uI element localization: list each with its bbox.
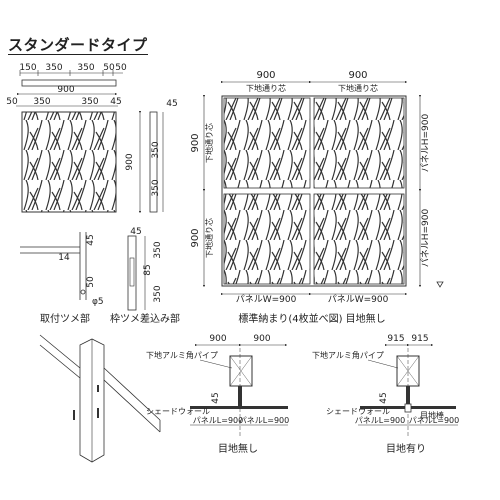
dim-text: パネルL=900 (409, 416, 459, 425)
dim-text: 900 (256, 70, 275, 81)
panel-side-profile (149, 111, 158, 213)
dim-text: 900 (190, 133, 201, 152)
dim-text: 45 (86, 234, 96, 245)
dim-text: 350 (77, 63, 94, 73)
dim-text: パネルW=900 (328, 294, 389, 305)
dim-text: 900 (57, 85, 74, 95)
detail-with-joint: 915 915 下地アルミ角パイプ 45 シェードウォール 目地棒 パネルL=9… (312, 334, 459, 455)
layout-panel (313, 97, 405, 189)
standard-layout: 900 900 下地通り芯 下地通り芯 900 900 下地通り芯 下地通り芯 … (190, 70, 444, 325)
core-label: 下地通り芯 (246, 83, 286, 93)
dim-text: 900 (190, 228, 201, 247)
core-label: 下地通り芯 (204, 218, 214, 258)
pipe-label: 下地アルミ角パイプ (146, 350, 218, 360)
dim-text: 915 (387, 334, 404, 344)
detail2-label: 目地有り (386, 442, 426, 455)
dim-text: 350 (153, 285, 163, 302)
wall-label: シェードウォール (326, 407, 390, 416)
dim-text: 900 (209, 334, 226, 344)
dim-text: 350 (45, 63, 62, 73)
dim-text: 150 (19, 63, 36, 73)
dim-text: 50 (6, 97, 18, 107)
dim-text: 900 (125, 153, 135, 170)
layout-panel (223, 97, 311, 189)
dim-text: 50 (86, 276, 96, 288)
wall-label: シェードウォール (146, 407, 210, 416)
layout-panel (223, 193, 311, 285)
detail-no-joint: 900 900 下地アルミ角パイプ 45 シェードウォール パネルL=900 パ… (146, 334, 289, 455)
dim-text: 915 (411, 334, 428, 344)
detail1-label: 目地無し (218, 442, 258, 455)
dim-text: 14 (58, 253, 70, 263)
tab-detail: 45 14 50 φ5 取付ツメ部 (20, 232, 104, 325)
dim-text: 350 (151, 179, 161, 196)
tab-detail-label: 取付ツメ部 (40, 312, 90, 325)
dim-text: パネルL=900 (239, 416, 289, 425)
joint-label: 目地棒 (420, 410, 444, 420)
slot-detail: 45 350 85 350 枠ツメ差込み部 (110, 227, 180, 325)
layout-panel (313, 193, 405, 285)
slot-detail-label: 枠ツメ差込み部 (110, 312, 180, 325)
pipe-label: 下地アルミ角パイプ (312, 350, 384, 360)
dim-text: パネルW=900 (236, 294, 297, 305)
dim-text: 45 (379, 392, 389, 403)
dim-text: 350 (153, 241, 163, 258)
dim-text: 45 (130, 227, 141, 237)
title-underline (8, 54, 148, 55)
dim-text: φ5 (92, 297, 104, 307)
dim-text: 50 (115, 63, 127, 73)
dim-text: パネルH=900 (420, 113, 431, 172)
dim-text: 45 (110, 97, 121, 107)
dim-text: パネルH=900 (420, 208, 431, 267)
panel-front-view: 150 350 350 50 50 900 50 350 350 45 900 … (6, 63, 178, 214)
mount-perspective (39, 334, 161, 463)
dim-text: 900 (348, 70, 367, 81)
dim-text: 900 (253, 334, 270, 344)
dim-text: 45 (211, 392, 221, 403)
core-label: 下地通り芯 (338, 83, 378, 93)
dim-text: 50 (103, 63, 115, 73)
page-title: スタンダードタイプ (8, 36, 148, 54)
dim-text: 350 (33, 97, 50, 107)
dim-text: パネルL=900 (355, 416, 405, 425)
core-label: 下地通り芯 (204, 123, 214, 163)
layout-label: 標準納まり(4枚並べ図) 目地無し (238, 312, 385, 325)
dim-text: 350 (151, 141, 161, 158)
panel-pattern (21, 111, 117, 213)
dim-text: パネルL=900 (193, 416, 243, 425)
dim-text: 85 (143, 264, 153, 275)
dim-text: 350 (81, 97, 98, 107)
dim-text: 45 (166, 99, 177, 109)
